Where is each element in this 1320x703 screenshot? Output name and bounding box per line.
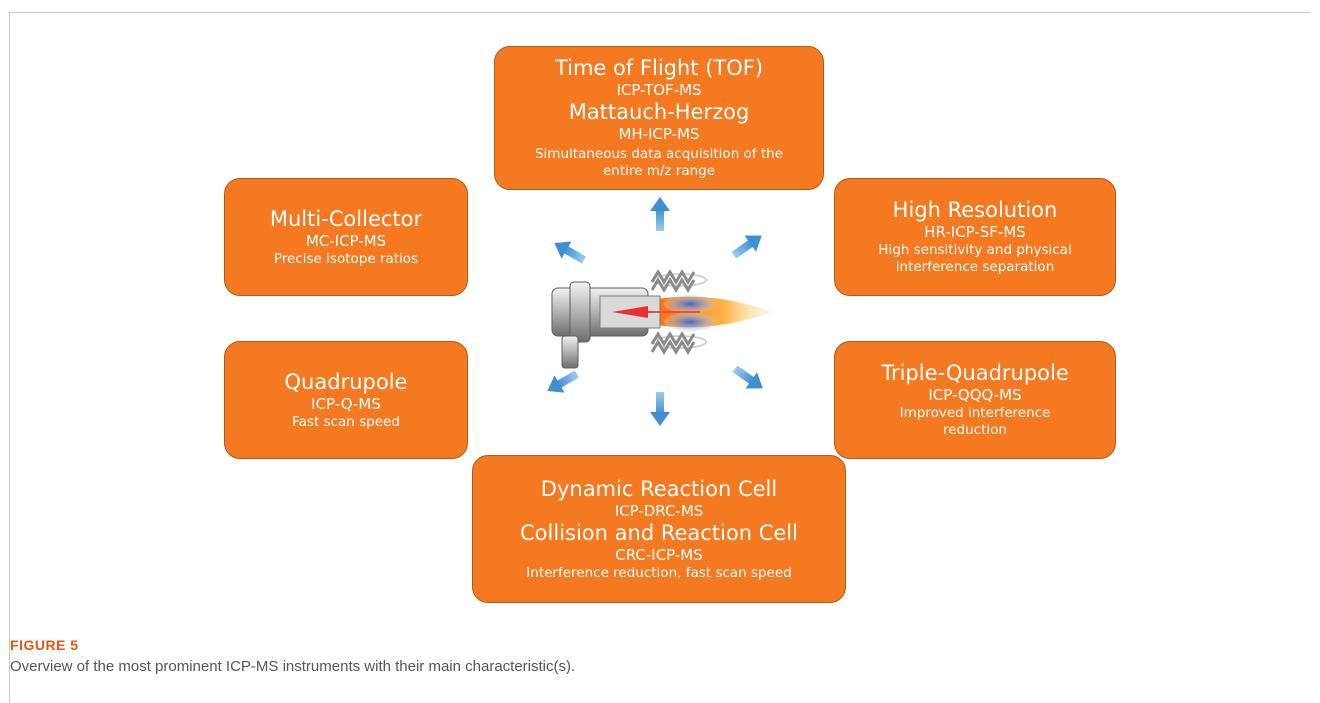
box-high-resolution: High Resolution HR-ICP-SF-MS High sensit… [834,178,1116,296]
box-dynamic-reaction-cell: Dynamic Reaction Cell ICP-DRC-MS Collisi… [472,455,846,603]
drc-desc: Interference reduction, fast scan speed [526,564,792,581]
mh-acronym: MH-ICP-MS [618,125,700,143]
mc-acronym: MC-ICP-MS [305,231,387,250]
hr-title: High Resolution [892,198,1058,222]
tof-acronym: ICP-TOF-MS [616,81,702,99]
box-time-of-flight: Time of Flight (TOF) ICP-TOF-MS Mattauch… [494,46,824,190]
box-triple-quadrupole: Triple-Quadrupole ICP-QQQ-MS Improved in… [834,341,1116,459]
hr-desc-line2: interference separation [895,259,1055,275]
qqq-title: Triple-Quadrupole [881,361,1069,385]
qqq-desc-line2: reduction [943,422,1007,438]
arrow-up-left [549,234,589,269]
arrow-up [650,197,670,231]
drc-title: Dynamic Reaction Cell [540,476,778,501]
arrow-up-right [728,227,768,264]
tof-title: Time of Flight (TOF) [554,56,764,80]
hr-acronym: HR-ICP-SF-MS [924,223,1026,241]
arrow-down-right [729,360,769,397]
crc-acronym: CRC-ICP-MS [615,545,703,564]
drc-acronym: ICP-DRC-MS [614,501,704,520]
q-desc: Fast scan speed [292,413,400,430]
box-multi-collector: Multi-Collector MC-ICP-MS Precise isotop… [224,178,468,296]
icp-torch-icon [551,269,775,369]
qqq-desc-line1: Improved interference [899,405,1051,421]
mh-title: Mattauch-Herzog [568,100,750,124]
tof-desc-line1: Simultaneous data acquisition of the [534,146,783,162]
figure-frame [9,12,1310,703]
q-title: Quadrupole [284,369,408,394]
mc-desc: Precise isotope ratios [273,250,419,267]
tof-desc-line2: entire m/z range [602,163,716,179]
box-quadrupole: Quadrupole ICP-Q-MS Fast scan speed [224,341,468,459]
qqq-acronym: ICP-QQQ-MS [928,386,1022,404]
arrow-down-left [542,365,582,400]
figure-caption: Overview of the most prominent ICP-MS in… [10,658,576,675]
q-acronym: ICP-Q-MS [311,394,381,413]
hr-desc-line1: High sensitivity and physical [878,242,1072,258]
crc-title: Collision and Reaction Cell [520,520,798,545]
mc-title: Multi-Collector [269,206,423,231]
arrow-down [650,392,670,426]
figure-label: FIGURE 5 [10,637,79,653]
